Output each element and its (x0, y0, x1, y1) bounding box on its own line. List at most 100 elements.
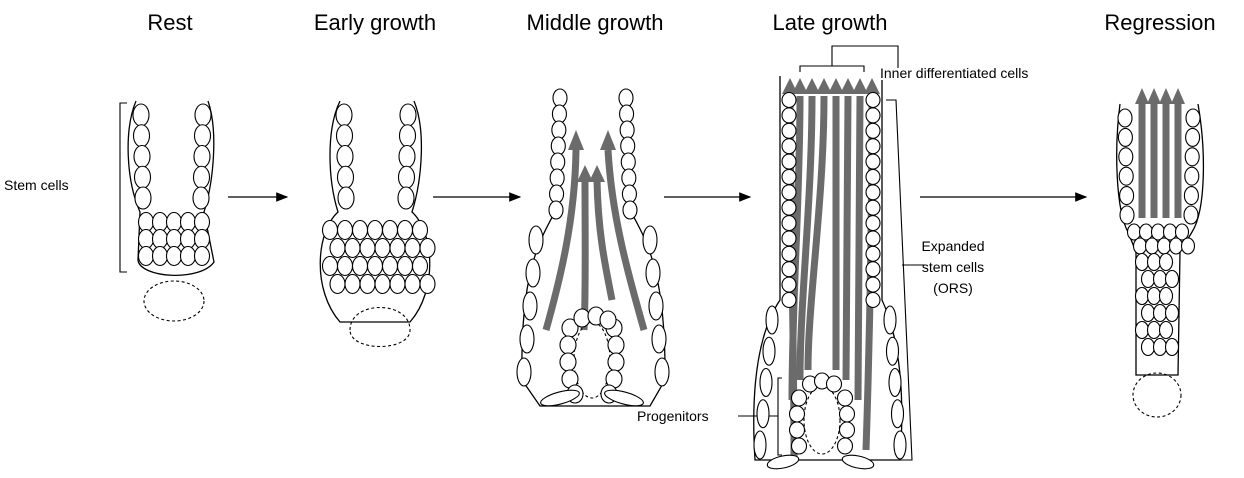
flow-arrowhead (568, 130, 584, 150)
cell (623, 201, 637, 219)
cell (766, 306, 778, 334)
cell (193, 187, 209, 209)
cell (153, 230, 168, 249)
cell (390, 239, 405, 258)
cell (398, 257, 413, 276)
cell (133, 104, 149, 126)
cell (782, 154, 796, 169)
cell (889, 369, 901, 397)
inner-cells-bracket (800, 66, 864, 72)
cell (323, 221, 338, 240)
cell (1136, 322, 1149, 339)
cell (338, 257, 353, 276)
cell (766, 453, 800, 471)
cell (840, 406, 855, 422)
cell (135, 166, 151, 188)
cell (375, 239, 390, 258)
cell (353, 221, 368, 240)
cell (827, 376, 842, 392)
cell (866, 231, 880, 246)
cell (1160, 322, 1173, 339)
cell (139, 230, 154, 249)
cell (866, 169, 880, 184)
cell (420, 239, 435, 258)
cell (782, 139, 796, 154)
cell (1158, 238, 1171, 254)
cell (790, 422, 805, 438)
cell (135, 187, 151, 209)
cell (838, 390, 853, 406)
cell (866, 139, 880, 154)
cell (1120, 206, 1134, 224)
cell (763, 337, 775, 365)
cell (782, 246, 796, 261)
cell (1182, 238, 1195, 254)
cell (1166, 339, 1179, 356)
stage-title-rest: Rest (147, 10, 192, 35)
cell (1148, 254, 1161, 271)
cell (560, 336, 576, 354)
cell (1154, 271, 1167, 288)
cell (405, 239, 420, 258)
cell (866, 216, 880, 231)
progenitors-bracket (778, 378, 782, 455)
cell (181, 230, 196, 249)
flow-arrow-group (1135, 88, 1185, 218)
cell (782, 108, 796, 123)
cell (360, 275, 375, 294)
cell (549, 201, 563, 219)
cell (782, 123, 796, 138)
cell (866, 123, 880, 138)
cell (134, 146, 150, 168)
cell (181, 247, 196, 266)
cell (894, 431, 906, 459)
cell (181, 213, 196, 232)
cell (195, 125, 211, 147)
cell (336, 104, 352, 126)
inner-differentiated-cells-label: Inner differentiated cells (880, 65, 1028, 81)
cell (754, 431, 766, 459)
cell (621, 137, 635, 155)
cell (383, 257, 398, 276)
flow-arrowhead (1171, 88, 1185, 104)
follicle-late-growth: Inner differentiated cells Expanded stem… (637, 46, 1028, 471)
cell (782, 169, 796, 184)
cell (323, 257, 338, 276)
cell (345, 239, 360, 258)
cell (782, 200, 796, 215)
cell (337, 125, 353, 147)
cell-group (754, 93, 906, 472)
dermal-papilla (1133, 373, 1181, 417)
cell (195, 104, 211, 126)
cell (1154, 305, 1167, 322)
cell (622, 169, 636, 187)
cell (360, 239, 375, 258)
cell (792, 438, 807, 454)
cell (375, 275, 390, 294)
cell (1148, 322, 1161, 339)
cell (330, 239, 345, 258)
stage-title-early-growth: Early growth (314, 10, 436, 35)
cell (652, 325, 666, 353)
cell-group (517, 89, 669, 409)
cell (552, 105, 566, 123)
cell (1142, 271, 1155, 288)
flow-arrowhead (1159, 88, 1173, 104)
cell (413, 221, 428, 240)
cell (1142, 305, 1155, 322)
stage-title-middle-growth: Middle growth (527, 10, 664, 35)
cell (866, 108, 880, 123)
cell (550, 185, 564, 203)
cell (517, 358, 531, 386)
cell (646, 259, 660, 287)
cell (553, 89, 567, 107)
cell (368, 257, 383, 276)
cell (649, 292, 663, 320)
progenitors-label: Progenitors (637, 408, 709, 424)
cell (338, 166, 354, 188)
cell (195, 230, 210, 249)
cell (338, 187, 354, 209)
cell (782, 93, 796, 108)
cell (1166, 271, 1179, 288)
